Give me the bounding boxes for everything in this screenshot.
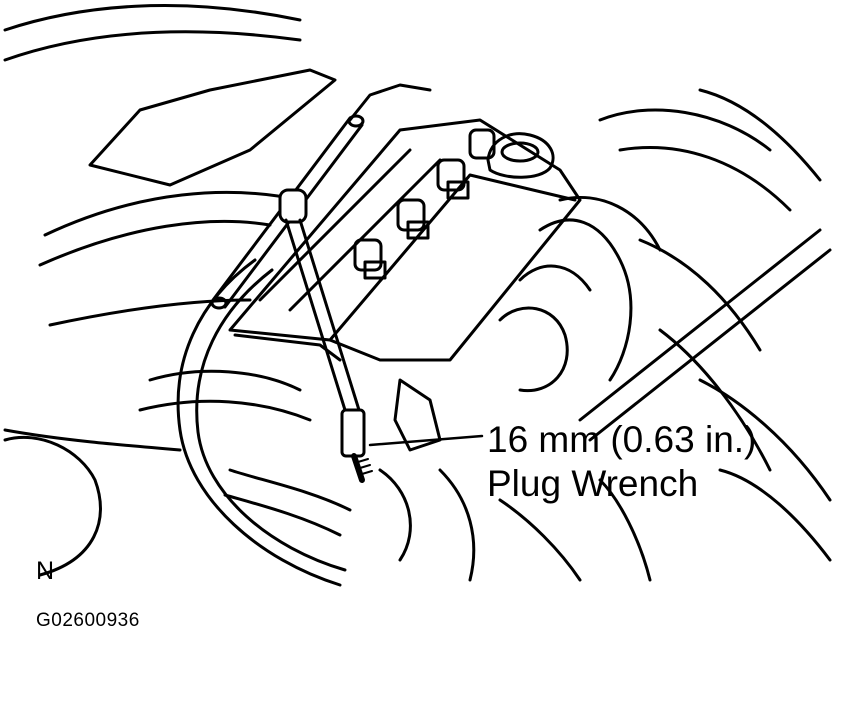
plug-wrench-tool (210, 114, 373, 483)
plug-wrench-callout: 16 mm (0.63 in.) Plug Wrench (487, 418, 756, 506)
figure-id-label: G02600936 (36, 610, 140, 631)
right-hoses (498, 88, 832, 562)
curved-hose (176, 258, 347, 587)
cylinder-head-cover (228, 83, 582, 362)
wrench-name-label: Plug Wrench (487, 463, 699, 504)
lower-engine-lines (223, 378, 652, 582)
wrench-size-label: 16 mm (0.63 in.) (487, 419, 757, 460)
callout-leader-line (368, 434, 484, 447)
left-intake-shapes (3, 369, 312, 577)
hood-edge-lines (3, 4, 337, 452)
view-code-label: N (36, 557, 55, 585)
oil-filler-cap (486, 132, 555, 179)
ignition-coils (353, 128, 496, 280)
